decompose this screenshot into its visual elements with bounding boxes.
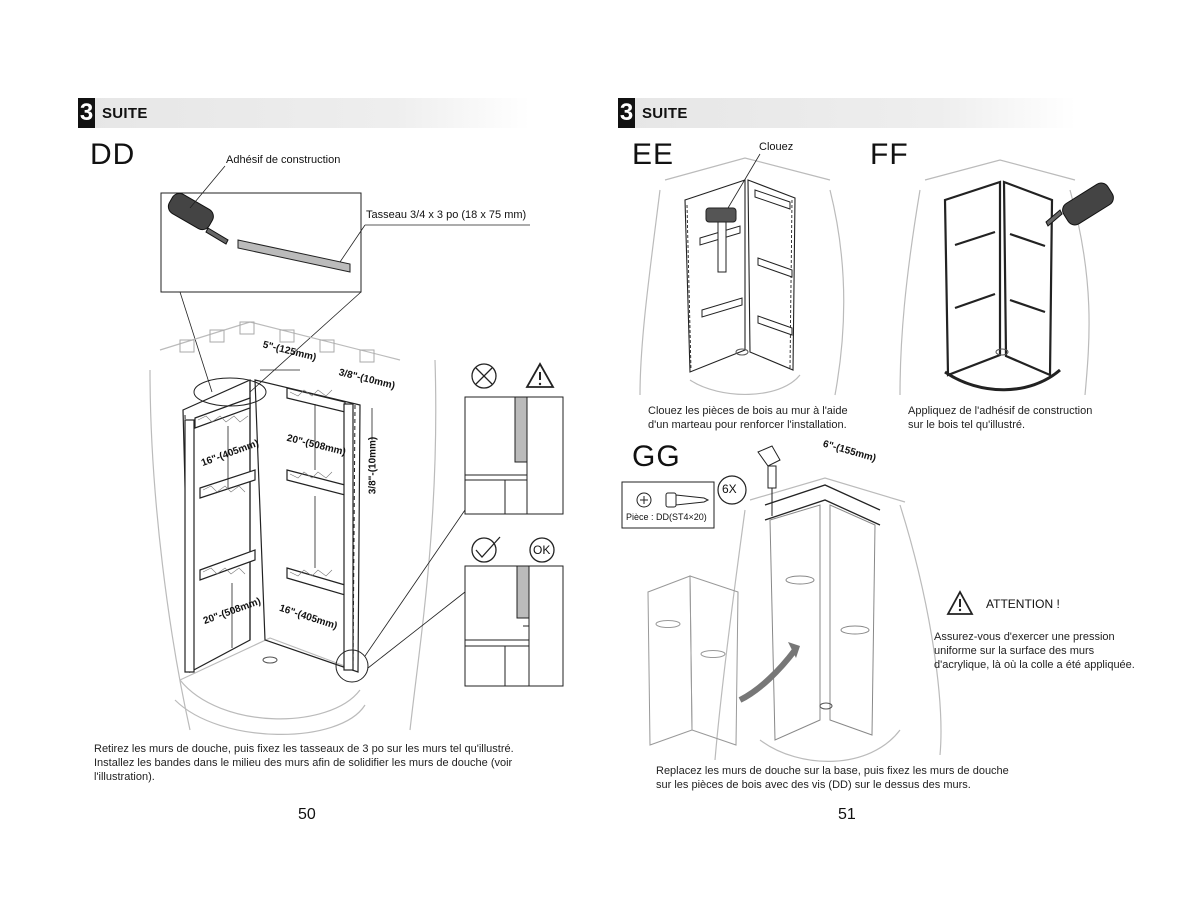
wrong-icon <box>471 363 497 389</box>
step-label-ee: EE <box>632 138 675 171</box>
warning-icon <box>525 362 555 388</box>
warning-icon <box>946 590 974 615</box>
caption-gg: Replacez les murs de douche sur la base,… <box>656 765 1009 791</box>
adhesive-label: Adhésif de construction <box>226 154 341 166</box>
section-header-right: 3 SUITE <box>618 98 1076 128</box>
drill-icon <box>757 445 781 516</box>
glue-bottle-icon <box>1045 182 1114 227</box>
step-label-ff: FF <box>870 138 909 171</box>
quantity-label: 6X <box>722 482 737 496</box>
page-number-right: 51 <box>838 806 856 823</box>
screw-icon <box>636 492 710 508</box>
checkmark-icon <box>471 536 501 563</box>
section-number: 3 <box>78 98 95 128</box>
nail-label: Clouez <box>759 141 794 153</box>
caption-ee: Clouez les pièces de bois au mur à l'aid… <box>648 405 848 431</box>
page-number-left: 50 <box>298 806 316 823</box>
section-title: SUITE <box>102 105 148 122</box>
hammer-icon <box>705 207 737 273</box>
ok-badge: OK <box>533 543 551 557</box>
section-header-left: 3 SUITE <box>78 98 530 128</box>
section-title: SUITE <box>642 105 688 122</box>
batten-label: Tasseau 3/4 x 3 po (18 x 75 mm) <box>366 209 527 221</box>
step-label-gg: GG <box>632 440 681 473</box>
section-number: 3 <box>618 98 635 128</box>
attention-title: ATTENTION ! <box>986 597 1060 611</box>
attention-text: Assurez-vous d'exercer une pression unif… <box>934 631 1135 671</box>
part-label: Pièce : DD(ST4×20) <box>626 512 707 522</box>
caption-ff: Appliquez de l'adhésif de construction s… <box>908 405 1093 431</box>
caption-left: Retirez les murs de douche, puis fixez l… <box>94 743 514 783</box>
glue-bottle-icon <box>167 192 229 245</box>
step-label-dd: DD <box>90 138 136 171</box>
